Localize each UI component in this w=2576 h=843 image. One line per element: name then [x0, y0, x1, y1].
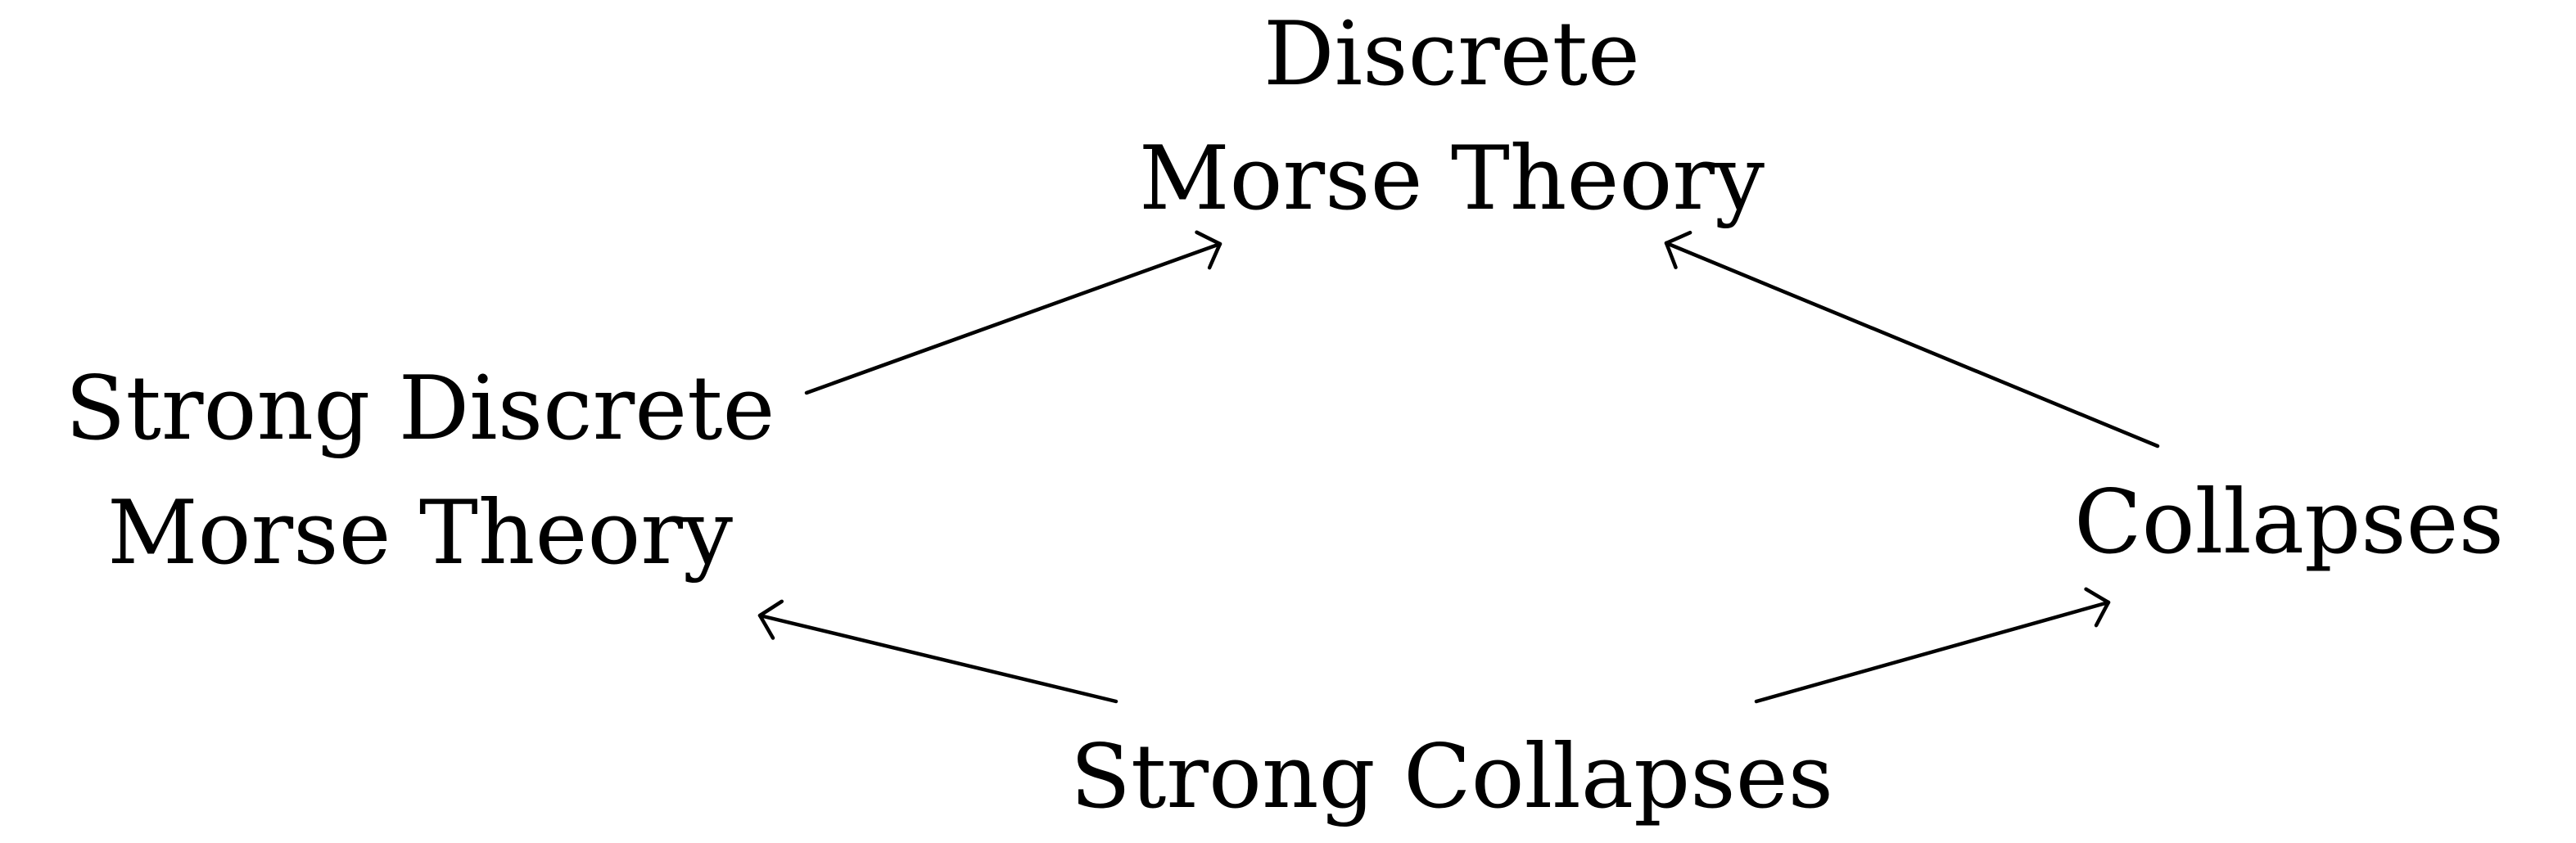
arrowhead-icon — [1664, 230, 1692, 269]
node-top-line-1: Discrete — [1263, 3, 1640, 106]
node-strong-collapses: Strong Collapses — [1042, 715, 1861, 840]
edge-line — [1664, 241, 2160, 449]
node-left-line-1: Strong Discrete — [65, 358, 775, 460]
edge-line — [757, 613, 1119, 704]
node-strong-discrete-morse-theory: Strong Discrete Morse Theory — [11, 347, 829, 596]
arrowhead-icon — [1195, 230, 1222, 270]
edge-bottom-to-left — [757, 599, 1119, 704]
node-discrete-morse-theory: Discrete Morse Theory — [1042, 0, 1861, 241]
node-collapses: Collapses — [2074, 461, 2576, 585]
arrowhead-icon — [757, 599, 784, 640]
edge-left-to-top — [804, 230, 1222, 395]
edge-line — [804, 241, 1222, 395]
edge-right-to-top — [1664, 230, 2160, 449]
arrowhead-icon — [2084, 587, 2111, 628]
node-right-line-1: Collapses — [2074, 471, 2505, 574]
edge-line — [1754, 600, 2111, 704]
node-left-line-2: Morse Theory — [106, 482, 734, 584]
node-top-line-2: Morse Theory — [1138, 128, 1765, 230]
node-bottom-line-1: Strong Collapses — [1069, 726, 1834, 828]
edge-bottom-to-right — [1754, 587, 2111, 704]
